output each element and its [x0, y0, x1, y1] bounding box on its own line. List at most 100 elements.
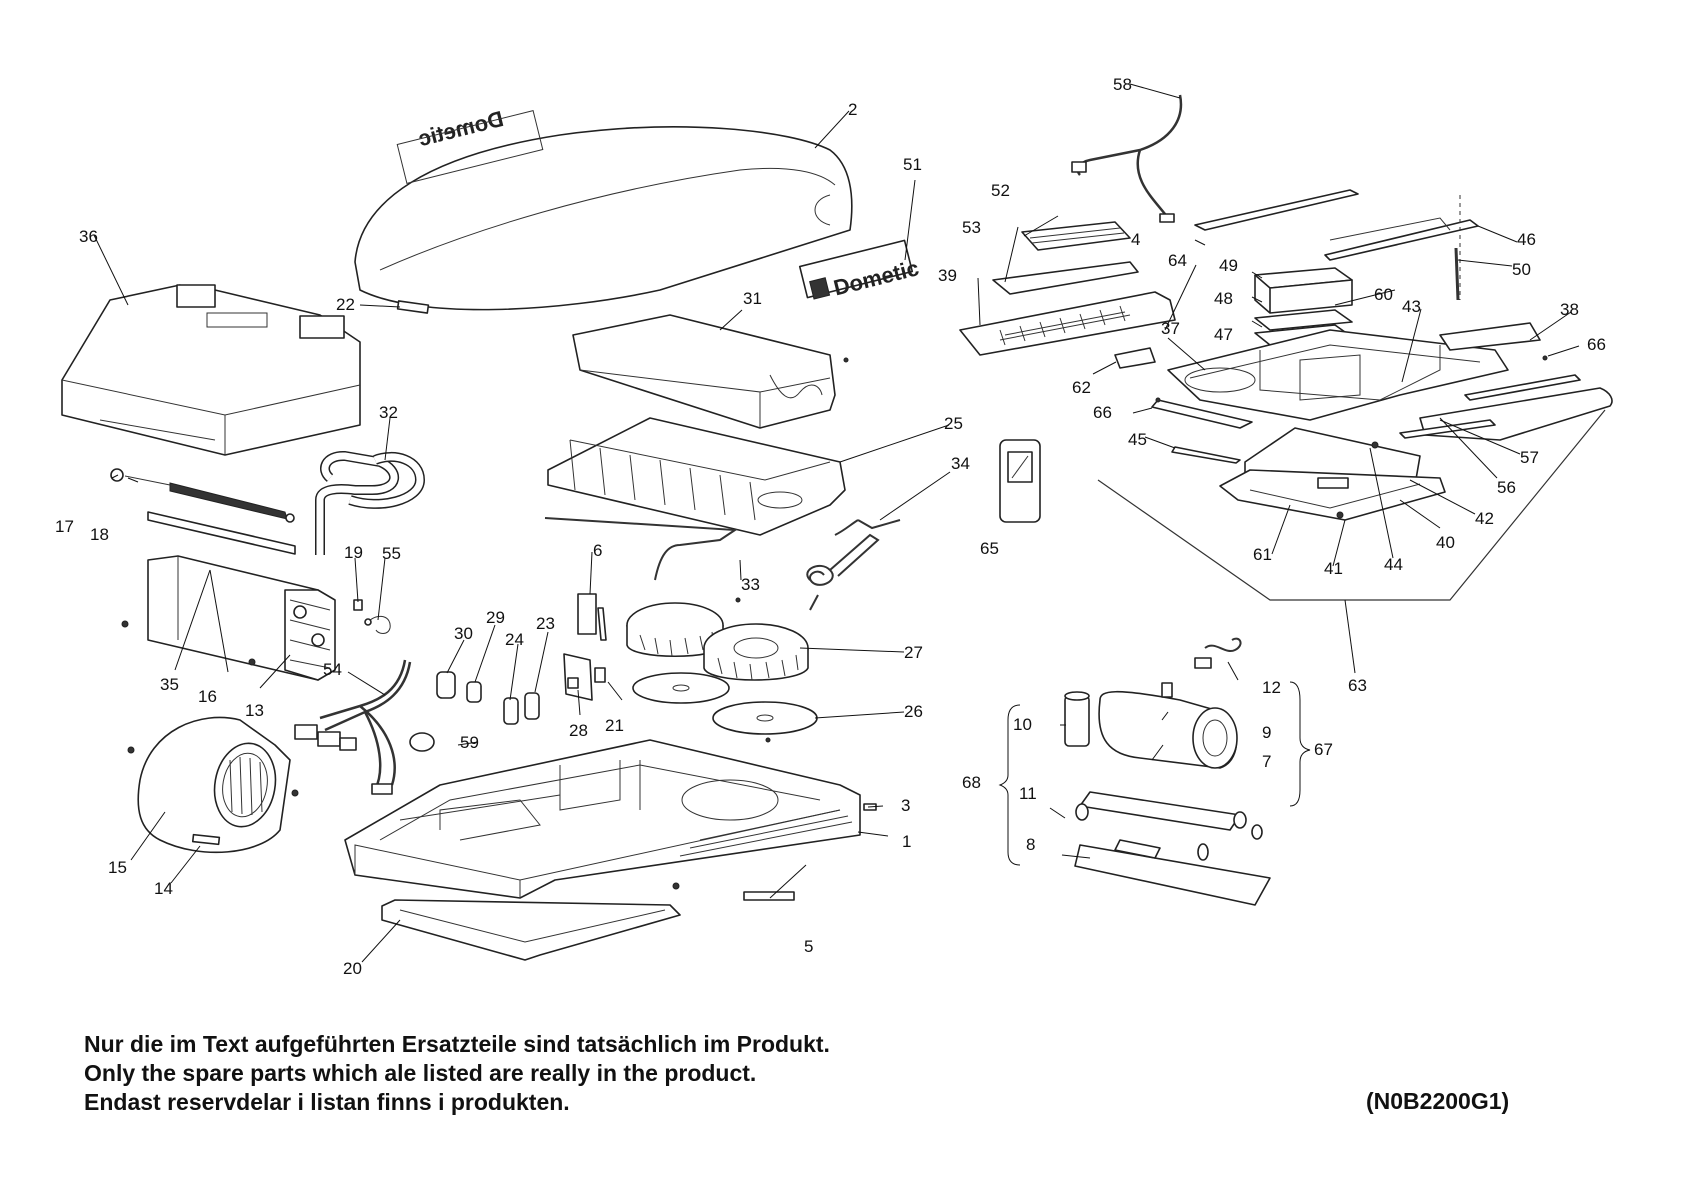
callout-27: 27	[904, 643, 923, 662]
circuit-board-part	[563, 653, 606, 701]
callout-labels: 1 2 3 4 5 6 7 8 9 10 11 12 13 14 15 16 1…	[55, 75, 1606, 978]
note-swedish: Endast reservdelar i listan finns i prod…	[84, 1089, 570, 1115]
plate-part	[632, 672, 818, 743]
callout-40: 40	[1436, 533, 1455, 552]
handle-frame-part	[381, 899, 681, 961]
callout-24: 24	[505, 630, 524, 649]
callout-57: 57	[1520, 448, 1539, 467]
callout-17: 17	[55, 517, 74, 536]
callout-15: 15	[108, 858, 127, 877]
callout-20: 20	[343, 959, 362, 978]
callout-36: 36	[79, 227, 98, 246]
callout-26: 26	[904, 702, 923, 721]
disclaimer-notes: Nur die im Text aufgeführten Ersatzteile…	[84, 1030, 830, 1117]
blower-motor-part	[127, 716, 299, 854]
callout-10: 10	[1013, 715, 1032, 734]
callout-7: 7	[1262, 752, 1271, 771]
compressor-part	[1098, 682, 1238, 769]
callout-4: 4	[1131, 230, 1140, 249]
callout-28: 28	[569, 721, 588, 740]
screw-part	[396, 300, 430, 314]
cable-part	[1071, 94, 1183, 223]
callout-39: 39	[938, 266, 957, 285]
leader-lines	[93, 83, 1580, 963]
lower-cover-part	[1219, 427, 1446, 521]
callout-37: 37	[1161, 319, 1180, 338]
callout-25: 25	[944, 414, 963, 433]
callout-31: 31	[743, 289, 762, 308]
block-part	[577, 593, 597, 635]
callout-59: 59	[460, 733, 479, 752]
callout-35: 35	[160, 675, 179, 694]
fan-part	[626, 597, 809, 681]
coil-part	[806, 533, 880, 611]
callout-65: 65	[980, 539, 999, 558]
filter-strip-part	[743, 891, 795, 901]
tubing-part	[315, 451, 426, 555]
exploded-parts-diagram: Dometic Dometic	[55, 75, 1613, 978]
callout-64: 64	[1168, 251, 1187, 270]
callout-54: 54	[323, 660, 342, 679]
callout-67: 67	[1314, 740, 1333, 759]
callout-47: 47	[1214, 325, 1233, 344]
callout-6: 6	[593, 541, 602, 560]
callout-43: 43	[1402, 297, 1421, 316]
filter-stack-part	[1254, 267, 1353, 346]
callout-5: 5	[804, 937, 813, 956]
callout-62: 62	[1072, 378, 1091, 397]
spring-rod-part	[110, 468, 295, 523]
callout-44: 44	[1384, 555, 1403, 574]
callout-46: 46	[1517, 230, 1536, 249]
callout-2: 2	[848, 100, 857, 119]
callout-22: 22	[336, 295, 355, 314]
baffle-tray-part	[547, 417, 846, 536]
callout-34: 34	[951, 454, 970, 473]
callout-53: 53	[962, 218, 981, 237]
callout-19: 19	[344, 543, 363, 562]
callout-23: 23	[536, 614, 555, 633]
callout-51: 51	[903, 155, 922, 174]
callout-21: 21	[605, 716, 624, 735]
ceiling-frame-part	[1167, 329, 1509, 421]
callout-63: 63	[1348, 676, 1367, 695]
callout-11: 11	[1019, 784, 1037, 803]
grille-part	[959, 291, 1176, 356]
grommet-part	[1075, 803, 1263, 861]
callout-41: 41	[1324, 559, 1343, 578]
duct-cover-part	[572, 314, 849, 429]
callout-16: 16	[198, 687, 217, 706]
note-german: Nur die im Text aufgeführten Ersatzteile…	[84, 1031, 830, 1057]
base-plate-part	[1074, 844, 1271, 906]
callout-66-b: 66	[1093, 403, 1112, 422]
connector-part	[353, 599, 391, 634]
strip-part	[147, 511, 296, 555]
callout-42: 42	[1475, 509, 1494, 528]
callout-12: 12	[1262, 678, 1281, 697]
housing-part	[61, 284, 361, 456]
callout-33: 33	[741, 575, 760, 594]
callout-58: 58	[1113, 75, 1132, 94]
callout-60: 60	[1374, 285, 1393, 304]
mount-plate-part	[1079, 791, 1241, 831]
callout-61: 61	[1253, 545, 1272, 564]
evaporator-part	[121, 555, 336, 681]
callout-13: 13	[245, 701, 264, 720]
callout-49: 49	[1219, 256, 1238, 275]
harness-clip-part	[1194, 637, 1242, 669]
logo-badge-part: Dometic	[798, 239, 921, 301]
callout-32: 32	[379, 403, 398, 422]
callout-56: 56	[1497, 478, 1516, 497]
callout-30: 30	[454, 624, 473, 643]
callout-38: 38	[1560, 300, 1579, 319]
rail-part	[1194, 189, 1359, 231]
callout-29: 29	[486, 608, 505, 627]
callout-1: 1	[902, 832, 911, 851]
remote-part	[999, 439, 1041, 523]
callout-68: 68	[962, 773, 981, 792]
top-cover-part: Dometic	[354, 106, 853, 311]
callout-55: 55	[382, 544, 401, 563]
capacitor-can-part	[1064, 691, 1090, 747]
capacitor-part	[409, 671, 540, 752]
rod-part	[597, 607, 607, 641]
callout-66-a: 66	[1587, 335, 1606, 354]
